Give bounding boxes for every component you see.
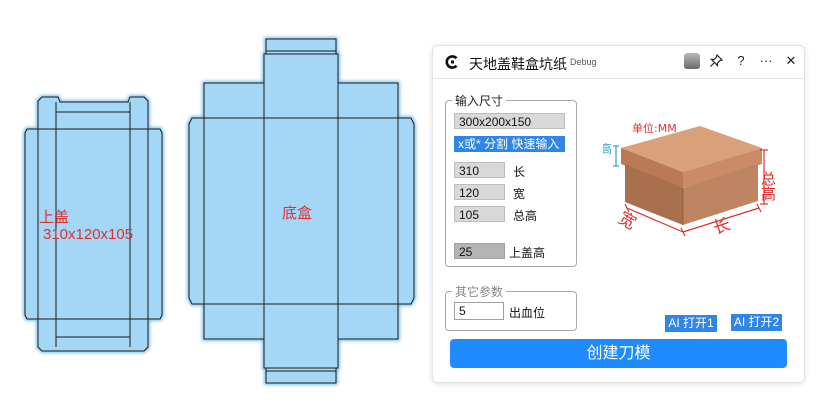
quick-input-hint: x或* 分割 快速输入 — [454, 136, 565, 152]
dieline-canvas — [23, 37, 416, 385]
ai-open-1-button[interactable]: AI 打开1 — [665, 315, 717, 332]
width-field[interactable]: 120 — [454, 184, 505, 200]
length-label: 长 — [513, 165, 526, 179]
title-bar: 天地盖鞋盒坑纸 Debug ? ··· ✕ — [433, 46, 804, 79]
length-dim: 长 — [711, 215, 733, 239]
unit-text: 单位:MM — [632, 121, 677, 135]
window-title: 天地盖鞋盒坑纸 — [469, 56, 567, 72]
other-params-legend: 其它参数 — [452, 283, 507, 300]
more-icon[interactable]: ··· — [759, 53, 773, 68]
width-label: 宽 — [513, 187, 526, 201]
lid-height-field[interactable]: 25 — [454, 243, 505, 259]
input-size-group: 输入尺寸 300x200x150 x或* 分割 快速输入 310 长 120 宽… — [445, 92, 577, 267]
base-label: 底盒 — [282, 205, 313, 222]
lid-height-label: 上盖高 — [509, 246, 546, 260]
length-field[interactable]: 310 — [454, 162, 505, 178]
close-icon[interactable]: ✕ — [785, 53, 797, 68]
create-dieline-button[interactable]: 创建刀模 — [450, 339, 787, 368]
lid-height-dim: 盖高 — [603, 141, 612, 156]
box-illustration: 单位:MM 盖高 总高 宽 长 — [603, 121, 777, 239]
lid-label: 上盖 — [39, 209, 70, 226]
tool-window: 天地盖鞋盒坑纸 Debug ? ··· ✕ 输入尺寸 300x200x150 x… — [432, 45, 805, 383]
total-height-label: 总高 — [513, 209, 538, 223]
lid-dimensions: 310x120x105 — [43, 226, 134, 243]
input-size-legend: 输入尺寸 — [452, 92, 507, 109]
pin-icon[interactable] — [707, 52, 725, 70]
ai-open-2-button[interactable]: AI 打开2 — [731, 314, 782, 331]
total-height-dim: 总高 — [759, 171, 777, 201]
lid-dieline — [23, 95, 164, 353]
app-logo-icon — [445, 55, 458, 69]
other-params-group: 其它参数 5 出血位 — [445, 283, 577, 331]
base-dieline — [187, 37, 416, 385]
quick-input-field[interactable]: 300x200x150 — [454, 113, 565, 129]
total-height-field[interactable]: 105 — [454, 206, 505, 222]
bleed-label: 出血位 — [509, 306, 546, 320]
debug-tag: Debug — [570, 57, 597, 67]
help-icon[interactable]: ? — [737, 53, 745, 68]
user-avatar[interactable] — [684, 53, 700, 69]
bleed-field[interactable]: 5 — [454, 302, 504, 320]
